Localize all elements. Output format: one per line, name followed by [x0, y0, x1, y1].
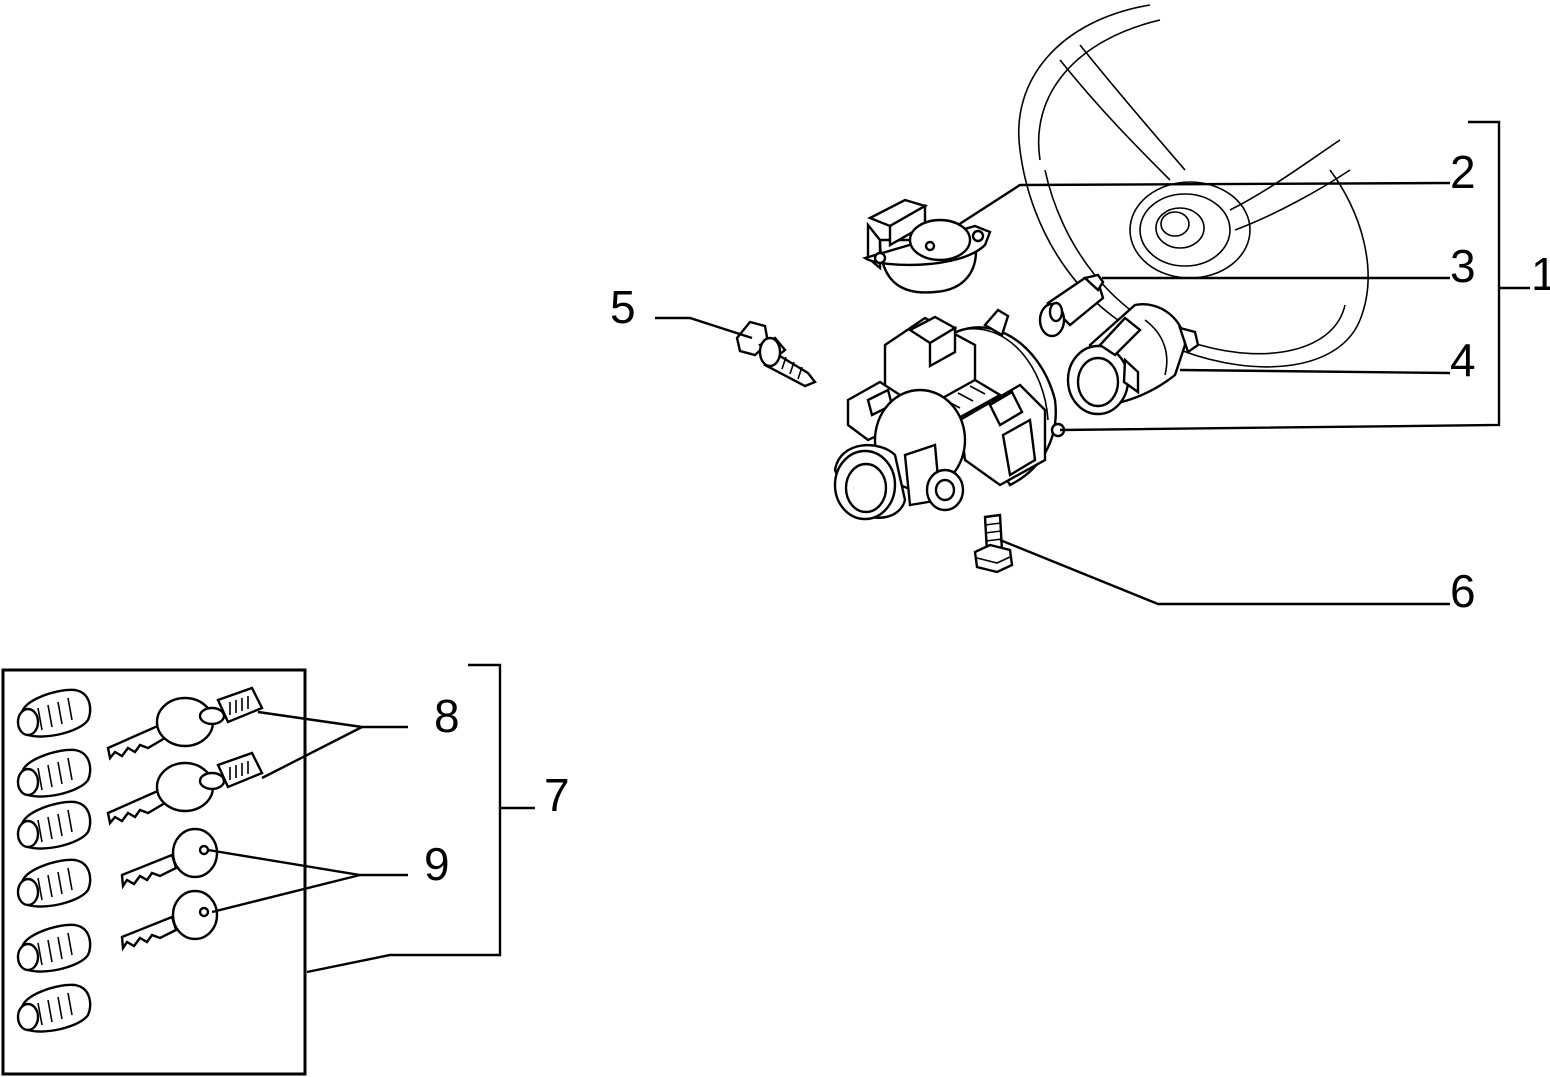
plain-key — [120, 889, 219, 952]
plain-keys — [120, 827, 219, 952]
lock-barrel — [16, 983, 92, 1033]
lock-barrel — [16, 748, 92, 798]
tagged-key — [106, 751, 264, 826]
label-9: 9 — [424, 838, 450, 890]
lock-barrel — [16, 688, 92, 738]
plain-key — [120, 827, 219, 890]
kit-box — [1, 668, 307, 1076]
label-4: 4 — [1450, 334, 1476, 386]
shear-bolt-part — [735, 320, 817, 388]
steering-lock-body — [833, 308, 1066, 521]
label-3: 3 — [1450, 240, 1476, 292]
label-1: 1 — [1531, 248, 1550, 300]
keys-with-tag — [106, 686, 264, 826]
bolt-part — [973, 513, 1014, 574]
lock-cylinder-part — [1066, 303, 1200, 416]
label-6: 6 — [1450, 565, 1476, 617]
leader-lines — [207, 120, 1530, 974]
label-7: 7 — [544, 769, 570, 821]
lock-barrel — [16, 923, 92, 973]
lock-barrels — [16, 688, 92, 1033]
ignition-switch-part — [862, 198, 992, 294]
tagged-key — [106, 686, 264, 761]
steering-wheel — [1018, 4, 1369, 368]
lock-barrel — [16, 800, 92, 850]
label-5: 5 — [610, 281, 636, 333]
lock-barrel — [16, 858, 92, 908]
label-2: 2 — [1450, 146, 1476, 198]
label-8: 8 — [434, 690, 460, 742]
bulb-part — [1038, 273, 1105, 338]
